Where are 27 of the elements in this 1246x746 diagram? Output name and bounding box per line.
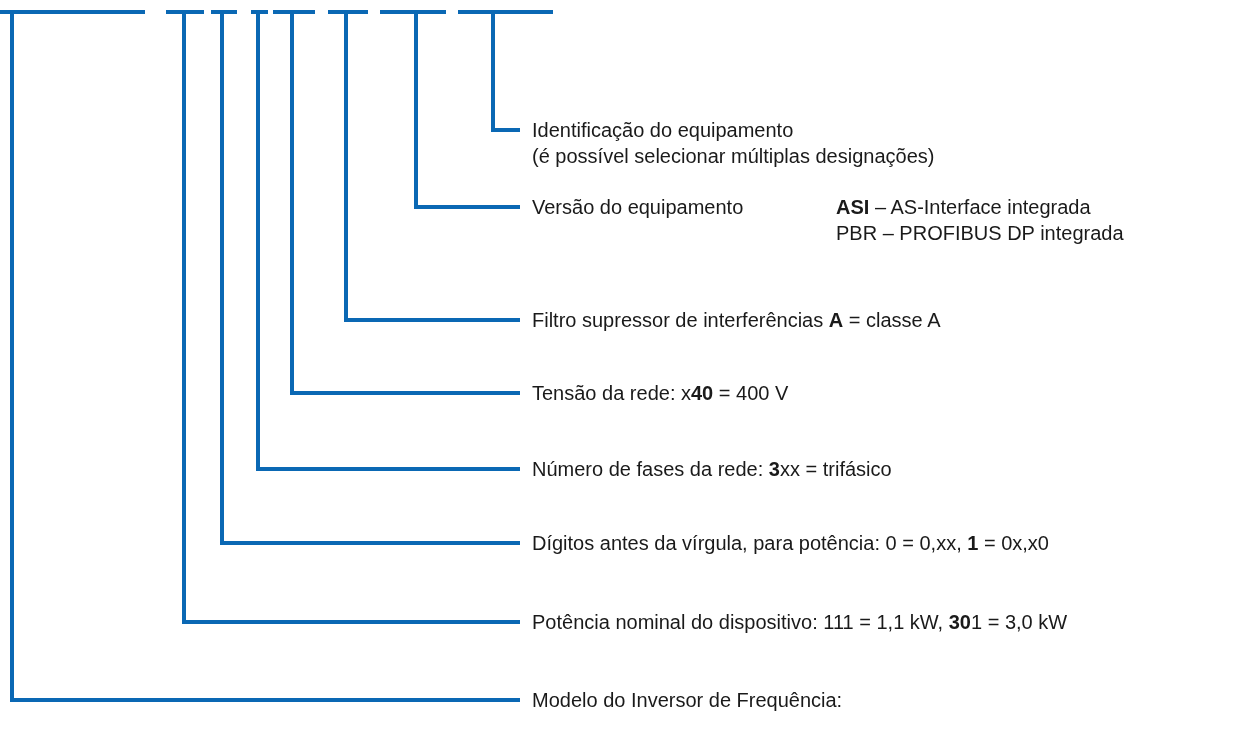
description-text: Identificação do equipamento	[532, 118, 795, 143]
description-text: Versão do equipamento	[532, 195, 744, 220]
leader-line	[414, 14, 520, 209]
code-position-bar	[166, 10, 204, 14]
leader-line	[290, 14, 520, 395]
leader-line	[344, 14, 520, 322]
leader-line	[491, 14, 520, 132]
leader-line	[256, 14, 520, 471]
code-position-bar	[273, 10, 315, 14]
leader-line	[182, 14, 520, 624]
description-note: (é possível selecionar múltiplas designações)	[532, 144, 935, 169]
description-text: Número de fases da rede: 3xx = trifásico	[520, 456, 892, 482]
description-text: Dígitos antes da vírgula, para potência: 0 = 0,xx, 1 = 0x,x0	[520, 530, 1049, 556]
description-text: Modelo do Inversor de Frequência:	[520, 687, 843, 713]
description-note: ASI – AS-Interface integrada	[836, 195, 1091, 220]
code-position-bar	[0, 10, 145, 14]
leader-line	[10, 14, 520, 702]
description-text: Tensão da rede: x40 = 400 V	[520, 380, 789, 406]
code-position-bar	[380, 10, 446, 14]
code-position-bar	[328, 10, 368, 14]
leader-line	[220, 14, 520, 545]
description-text: Potência nominal do dispositivo: 111 = 1,1 kW, 301 = 3,0 kW	[520, 609, 1068, 635]
description-text: Filtro supressor de interferências A = classe A	[520, 307, 941, 333]
code-position-bar	[211, 10, 237, 14]
code-position-bar	[251, 10, 268, 14]
description-note: PBR – PROFIBUS DP integrada	[836, 221, 1124, 246]
code-position-bar	[458, 10, 553, 14]
